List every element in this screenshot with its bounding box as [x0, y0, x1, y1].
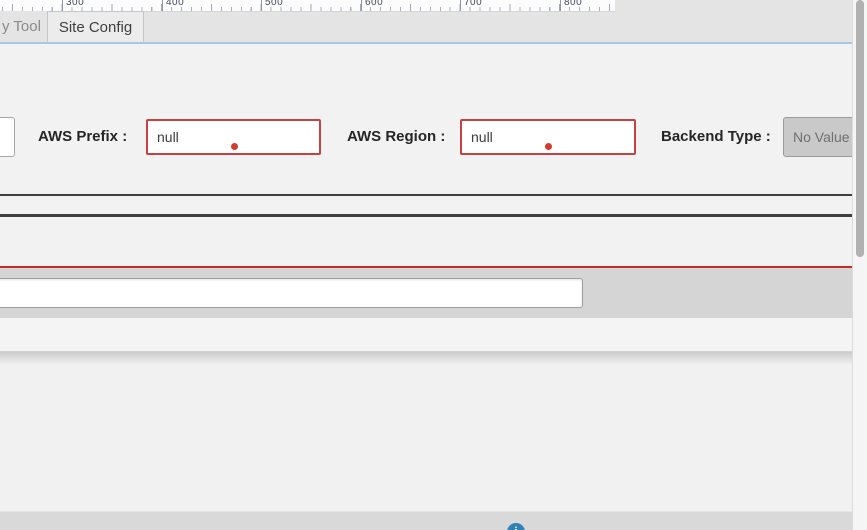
- error-dot-icon: [545, 143, 552, 150]
- ruler-major-tick: [560, 0, 561, 11]
- error-dot-icon: [230, 143, 238, 150]
- panel-upper: [0, 318, 867, 351]
- ruler-label: 700: [464, 0, 483, 8]
- aws-prefix-field: [146, 119, 321, 155]
- toolbar-strip: [0, 268, 852, 318]
- ruler-major-tick: [62, 0, 63, 11]
- info-glyph: i: [514, 525, 517, 530]
- horizontal-ruler: 300 400 500 600 700 800: [0, 0, 615, 12]
- panel-shadow: [0, 351, 867, 365]
- tab-label: y Tool: [2, 18, 41, 35]
- scrollbar-thumb[interactable]: [856, 0, 864, 257]
- aws-prefix-label: AWS Prefix :: [38, 128, 128, 145]
- info-icon[interactable]: i: [507, 523, 525, 530]
- panel-lower: [0, 365, 867, 511]
- ruler-label: 800: [564, 0, 583, 8]
- tab-site-config[interactable]: Site Config: [47, 11, 144, 43]
- ruler-major-tick: [361, 0, 362, 11]
- backend-type-select[interactable]: No Value: [783, 117, 863, 157]
- ruler-label: 500: [265, 0, 284, 8]
- clipped-left-input[interactable]: [0, 117, 15, 157]
- ruler-major-tick: [460, 0, 461, 11]
- tab-label: Site Config: [58, 19, 133, 36]
- ruler-label: 300: [66, 0, 85, 8]
- backend-type-value: No Value: [793, 129, 850, 145]
- backend-type-label: Backend Type :: [661, 128, 771, 145]
- strip-text-input[interactable]: [0, 278, 583, 308]
- divider-dark-top: [0, 194, 852, 196]
- ruler-major-tick: [162, 0, 163, 11]
- divider-red: [0, 266, 852, 268]
- aws-region-label: AWS Region :: [347, 128, 446, 145]
- vertical-scrollbar[interactable]: [852, 0, 867, 530]
- aws-region-field: [460, 119, 636, 155]
- ruler-label: 400: [166, 0, 185, 8]
- ruler-label: 600: [365, 0, 384, 8]
- tab-accent-line: [0, 42, 852, 44]
- divider-dark-bottom: [0, 214, 852, 217]
- ruler-mid-ticks: [0, 0, 615, 11]
- footer-bar: i: [0, 511, 867, 530]
- ruler-major-tick: [261, 0, 262, 11]
- tab-query-tool[interactable]: y Tool: [0, 11, 50, 42]
